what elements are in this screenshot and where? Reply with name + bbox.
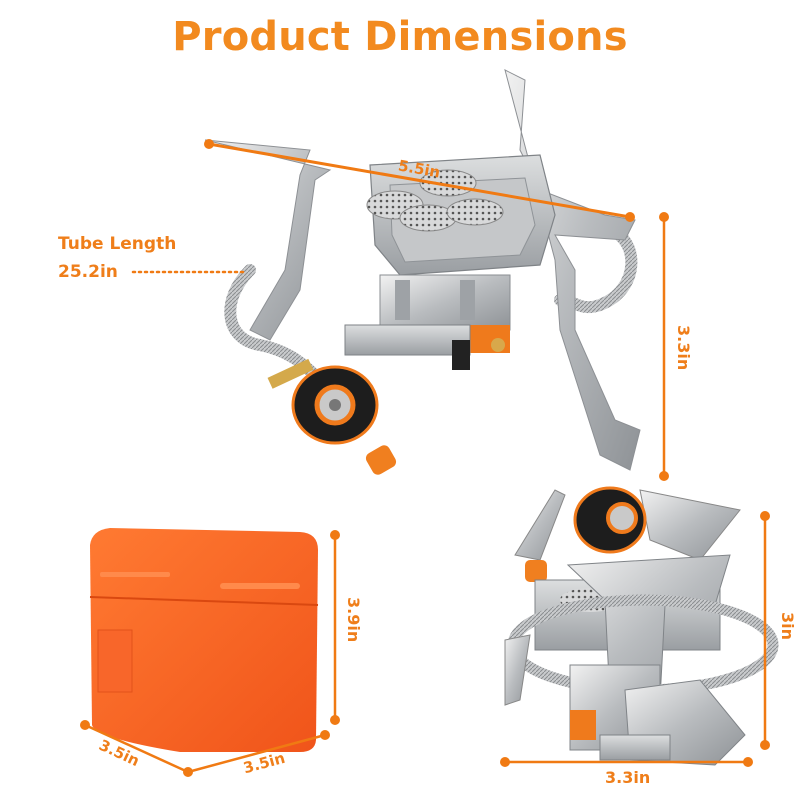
main-stove-image	[204, 69, 641, 475]
width-dimension-line	[204, 139, 635, 222]
tube-length-value: 25.2in	[58, 262, 118, 282]
height-dimension-line	[659, 212, 669, 481]
case-height-label: 3.9in	[344, 597, 363, 643]
tube-length-label: Tube Length	[58, 234, 177, 254]
page-title: Product Dimensions	[172, 14, 628, 60]
folded-width-dimension-line	[500, 757, 753, 767]
folded-width-label: 3.3in	[605, 768, 651, 787]
case-depth-dimension-line	[80, 720, 193, 777]
case-width-dimension-line	[187, 730, 330, 774]
folded-height-label: 3in	[778, 612, 797, 641]
folded-height-dimension-line	[760, 511, 770, 750]
folded-stove-image	[504, 486, 779, 766]
case-height-dimension-line	[330, 530, 340, 725]
storage-case-image	[89, 528, 319, 752]
stove-height-label: 3.3in	[674, 325, 693, 371]
